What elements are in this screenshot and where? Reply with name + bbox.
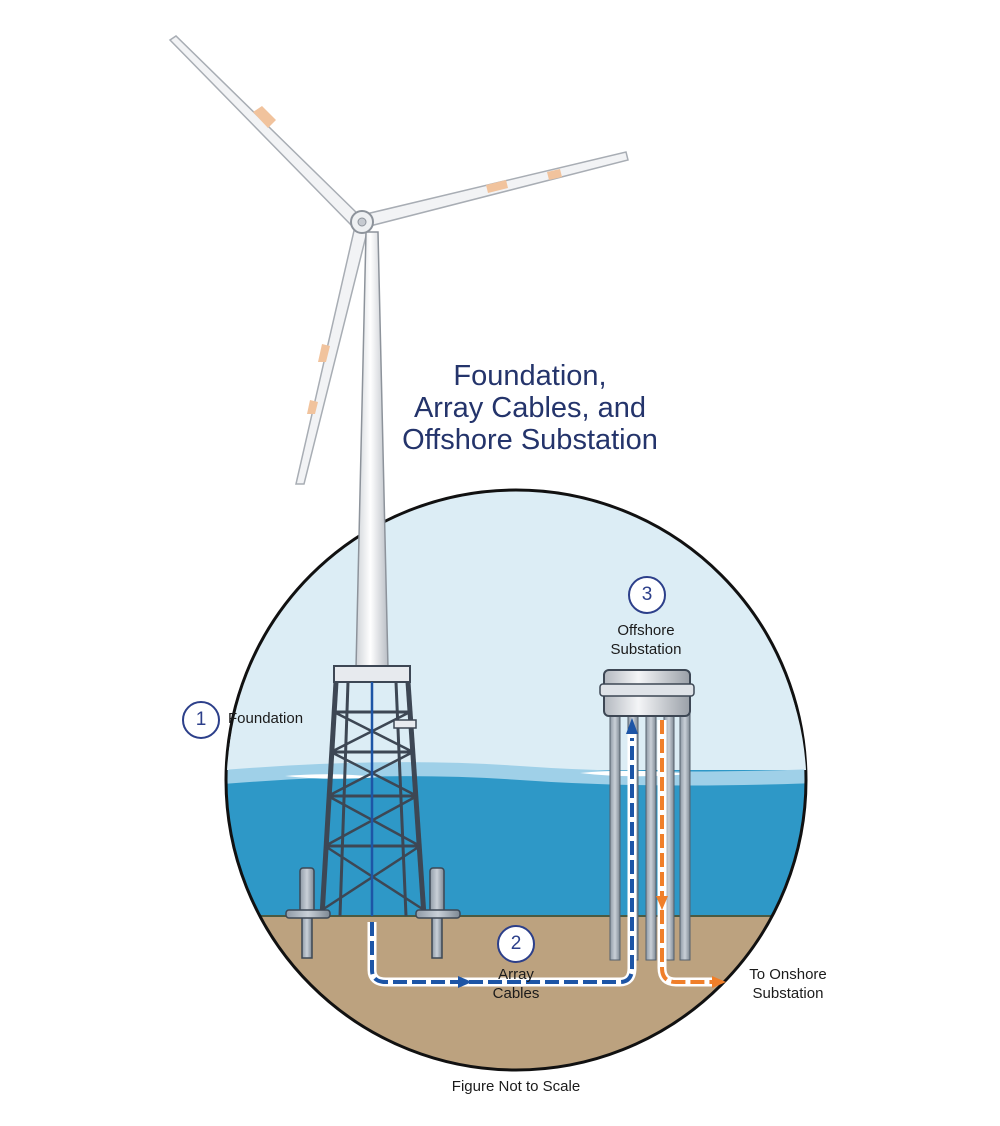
array-cables-label-line-1: Array: [498, 966, 534, 983]
jacket-foundation: [319, 665, 427, 917]
export-cable-route: [656, 720, 726, 988]
array-cables-label-line-2: Cables: [492, 985, 540, 1002]
foundation-piles: [285, 867, 461, 959]
substation-leg: [609, 709, 621, 961]
export-cable-arrow-down: [656, 896, 668, 910]
export-cable-arrow: [712, 976, 726, 988]
substation-topside-band: [599, 683, 695, 697]
sky-dome: [226, 490, 806, 780]
diagram-title-line-1: Foundation,: [453, 360, 607, 392]
turbine-rotor: [168, 35, 629, 485]
blade-mark: [318, 344, 330, 362]
sea-water: [226, 770, 806, 918]
substation-arrow-up: [626, 718, 638, 734]
callout-2-badge: 2: [497, 925, 535, 963]
substation-label-line-1: Offshore: [617, 622, 675, 639]
blade-lower: [295, 220, 369, 485]
blade-mark: [307, 400, 318, 414]
diagram-title-line-2: Array Cables, and: [413, 392, 647, 424]
globe-outline: [224, 488, 808, 1072]
onshore-label-line-2: Substation: [752, 985, 824, 1002]
onshore-label-line-1: To Onshore: [749, 966, 827, 983]
sky-edge-mask: [216, 470, 816, 771]
array-cable-route: [367, 718, 638, 988]
scale-note: Figure Not to Scale: [451, 1078, 581, 1095]
hub-center: [357, 217, 367, 227]
substation-leg: [645, 709, 657, 961]
blade-mark: [547, 169, 562, 180]
foundation-label: Foundation: [228, 710, 304, 727]
blade-mark: [486, 180, 508, 193]
blade-upper: [168, 35, 364, 230]
offshore-substation: [599, 669, 695, 961]
callout-1-badge: 1: [182, 701, 220, 739]
diagram-title-line-3: Offshore Substation: [402, 424, 658, 456]
array-cable-arrow: [458, 976, 472, 988]
sky-edge: [227, 496, 806, 771]
substation-leg: [679, 709, 691, 961]
export-cable: [660, 720, 712, 984]
substation-label-line-2: Substation: [610, 641, 682, 658]
callout-3-badge: 3: [628, 576, 666, 614]
blade-mark: [253, 106, 276, 128]
transition-platform: [333, 665, 411, 683]
